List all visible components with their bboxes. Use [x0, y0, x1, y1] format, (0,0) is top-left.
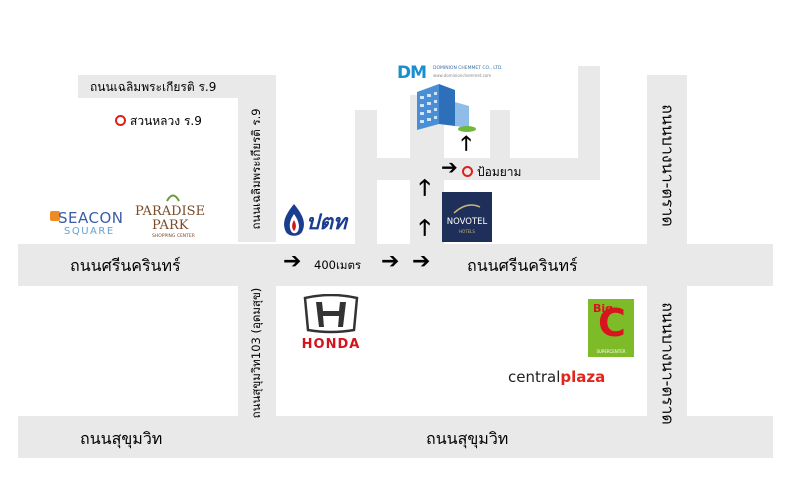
poi-suan-luang: สวนหลวง ร.9	[115, 112, 202, 131]
dominion-name: DOMINION CHEMMET CO., LTD.	[433, 66, 503, 71]
dominion-initials: DM	[397, 63, 427, 83]
big-c-supercenter: SUPERCENTER	[596, 349, 626, 354]
poi-suan-luang-label: สวนหลวง ร.9	[130, 114, 202, 128]
big-c-c-text: C	[598, 301, 626, 345]
paradise-park-logo: PARADISE PARK SHOPPING CENTER	[135, 192, 215, 242]
novotel-sub: HOTELS	[459, 229, 475, 234]
honda-text: HONDA	[301, 337, 361, 352]
label-sukhumvit-right: ถนนสุขุมวิท	[426, 429, 509, 448]
seacon-square-logo: SEACON SQUARE	[50, 209, 130, 239]
paradise-middle: PARK	[152, 218, 189, 233]
honda-h-emblem-icon	[303, 294, 359, 334]
road-chalerm-phrakiat-vertical	[238, 75, 276, 242]
dominion-chemmet-logo: DM DOMINION CHEMMET CO., LTD. www.domini…	[385, 60, 515, 132]
road-sukhumvit-103	[238, 286, 276, 416]
label-srinakarin-left: ถนนศรีนครินทร์	[70, 256, 181, 275]
paradise-top: PARADISE	[135, 204, 206, 219]
route-arrow-up-1: 🡑	[419, 216, 431, 241]
label-sukhumvit-103: ถนนสุขุมวิท103 (อุดมสุข)	[249, 287, 263, 419]
label-sukhumvit-left: ถนนสุขุมวิท	[80, 429, 163, 448]
label-bangna-trad-lower: ถนนบางนา-ตราด	[658, 302, 678, 425]
office-building-icon	[417, 84, 476, 132]
route-arrow-up-2: 🡑	[419, 176, 431, 201]
paradise-bottom: SHOPPING CENTER	[152, 234, 195, 239]
label-distance: 400เมตร	[314, 258, 362, 272]
label-chalerm-phrakiat-vertical: ถนนเฉลิมพระเกียรติ ร.9	[249, 108, 263, 230]
paradise-leaf-icon	[166, 194, 180, 202]
label-chalerm-phrakiat-horizontal: ถนนเฉลิมพระเกียรติ ร.9	[90, 80, 217, 94]
novotel-logo: NOVOTEL HOTELS	[442, 192, 492, 242]
central-plaza-logo: centralplaza	[508, 367, 638, 391]
route-arrow-up-3: 🡑	[461, 131, 472, 155]
big-c-logo: Big C SUPERCENTER	[588, 299, 634, 357]
seacon-symbol-icon	[50, 211, 60, 221]
road-bangna-trad	[647, 75, 687, 458]
ptt-text: ปตท	[306, 210, 347, 234]
seacon-top: SEACON	[58, 209, 124, 227]
seacon-bottom: SQUARE	[64, 226, 115, 237]
poi-pom-yam-label: ป้อมยาม	[477, 165, 522, 179]
novotel-text: NOVOTEL	[446, 217, 488, 227]
road-soi-horizontal	[355, 158, 600, 180]
route-arrow-right-2: ➔	[381, 249, 400, 274]
route-arrow-right-1: ➔	[283, 249, 302, 274]
road-soi-branch-up	[490, 110, 510, 160]
central-prefix: central	[508, 368, 561, 386]
location-marker-icon	[115, 115, 126, 126]
road-soi-right-vertical	[578, 66, 600, 180]
ptt-flame-icon	[284, 204, 304, 236]
poi-pom-yam: ป้อมยาม	[462, 163, 521, 182]
label-bangna-trad-upper: ถนนบางนา-ตราด	[658, 104, 678, 227]
label-srinakarin-right: ถนนศรีนครินทร์	[467, 256, 578, 275]
dominion-url: www.dominionchemmet.com	[433, 73, 492, 78]
ptt-logo: ปตท	[280, 200, 360, 240]
honda-logo: HONDA	[285, 292, 377, 354]
route-arrow-right-3: ➔	[412, 249, 431, 274]
big-c-big-text: Big	[593, 302, 614, 315]
central-suffix: plaza	[560, 368, 606, 386]
road-chalerm-phrakiat-horizontal	[78, 75, 276, 98]
location-marker-icon	[462, 166, 473, 177]
route-arrow-right-4: ➔	[441, 155, 458, 179]
novotel-swoosh-icon	[453, 204, 481, 214]
